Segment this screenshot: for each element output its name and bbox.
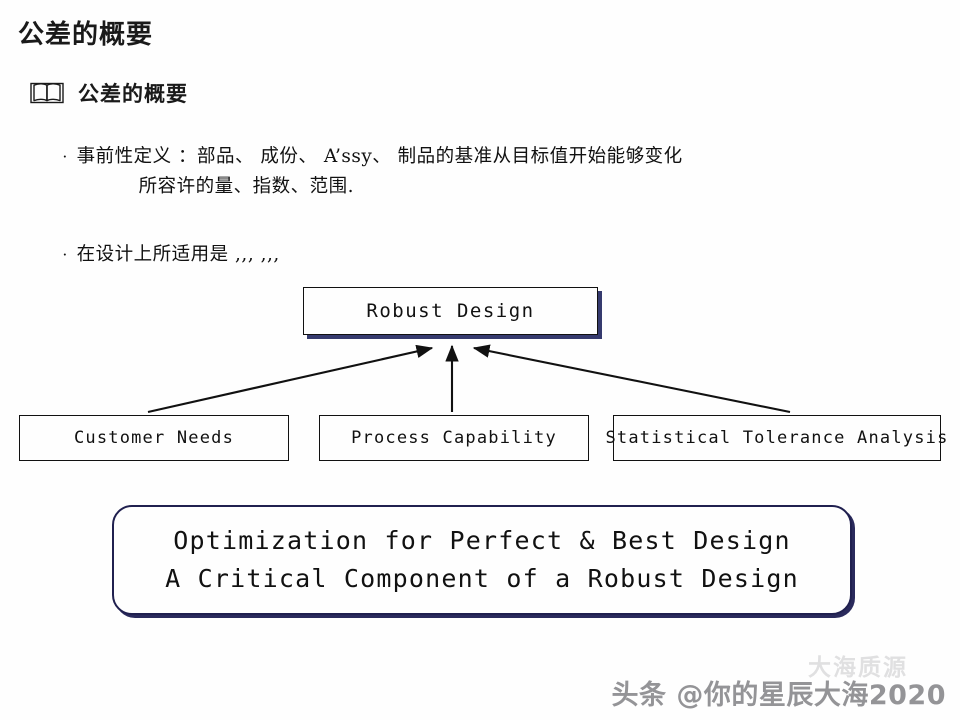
diagram-node-label: Customer Needs <box>73 428 235 448</box>
bullet-marker: · <box>62 147 68 166</box>
list-item: · 事前性定义 ：部品、 成份、 A’ssy、 制品的基准从目标值开始能够变化 … <box>62 142 892 202</box>
diagram-node-process-capability: Process Capability <box>319 415 589 461</box>
section-heading-label: 公差的概要 <box>78 81 188 106</box>
diagram-node-robust-design: Robust Design <box>303 287 598 335</box>
diagram-node-customer-needs: Customer Needs <box>19 415 289 461</box>
bullet-text-block: 在设计上所适用是 ,,, ,,, <box>77 240 892 270</box>
section-heading: 公差的概要 <box>30 78 188 108</box>
conclusion-line-1: Optimization for Perfect & Best Design <box>173 526 791 556</box>
conclusion-line-2: A Critical Component of a Robust Design <box>165 564 799 593</box>
watermark-secondary: 大海质源 <box>808 655 908 681</box>
diagram-conclusion-box: Optimization for Perfect & Best Design A… <box>112 505 852 615</box>
page-title: 公差的概要 <box>18 20 154 50</box>
bullet-line-continuation: 所容许的量、指数、范围. <box>138 176 355 197</box>
bullet-list: · 事前性定义 ：部品、 成份、 A’ssy、 制品的基准从目标值开始能够变化 … <box>62 142 892 270</box>
diagram-node-label: Process Capability <box>351 428 557 448</box>
watermark-primary: 头条 @你的星辰大海2020 <box>611 680 946 711</box>
bullet-marker: · <box>62 245 68 264</box>
bullet-line: 在设计上所适用是 ,,, ,,, <box>76 244 280 265</box>
bullet-text-block: 事前性定义 ：部品、 成份、 A’ssy、 制品的基准从目标值开始能够变化 所容… <box>77 142 892 202</box>
list-item: · 在设计上所适用是 ,,, ,,, <box>62 240 892 270</box>
diagram-node-statistical-tolerance-analysis: Statistical Tolerance Analysis <box>605 415 947 461</box>
bullet-line: 事前性定义 ：部品、 成份、 A’ssy、 制品的基准从目标值开始能够变化 <box>76 146 683 167</box>
diagram-node-label: Robust Design <box>366 300 535 322</box>
arrow-customer-needs <box>147 344 434 414</box>
diagram-node-label: Statistical Tolerance Analysis <box>605 428 949 448</box>
open-book-icon <box>30 81 64 105</box>
arrow-statistical-tolerance <box>472 344 791 414</box>
